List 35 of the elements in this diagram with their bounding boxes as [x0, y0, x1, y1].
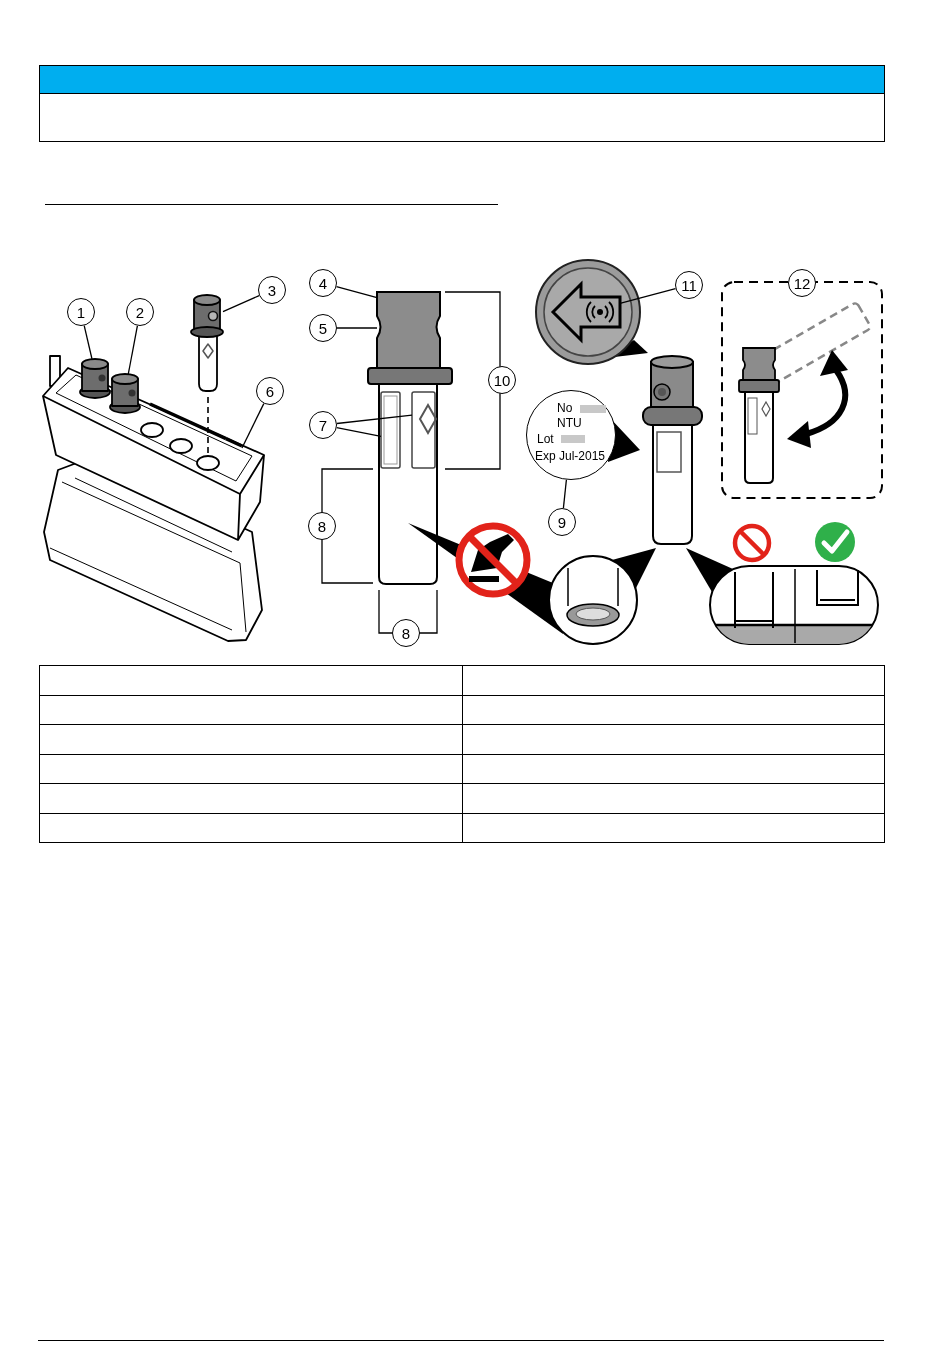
label-text: NTU — [557, 417, 582, 429]
arrow-symbol-icon — [550, 280, 622, 344]
callout-number: 11 — [675, 271, 703, 299]
callout-number: 9 — [548, 508, 576, 536]
callout-number: 7 — [309, 411, 337, 439]
callout-number: 2 — [126, 298, 154, 326]
callout-number: 5 — [309, 314, 337, 342]
callout-number: 6 — [256, 377, 284, 405]
leader-line — [336, 327, 378, 329]
callout-number: 1 — [67, 298, 95, 326]
callout-number: 8 — [308, 512, 336, 540]
leader-line — [127, 325, 139, 375]
callout-number: 3 — [258, 276, 286, 304]
leader-line — [336, 427, 382, 437]
callout-number: 4 — [309, 269, 337, 297]
callout-number: 10 — [488, 366, 516, 394]
leader-line — [241, 402, 265, 449]
label-text: Exp Jul-2015 — [535, 450, 606, 462]
leader-line — [562, 479, 568, 509]
callout-number: 12 — [788, 269, 816, 297]
cell-cap — [376, 291, 441, 369]
callout-number: 8 — [392, 619, 420, 647]
leader-line — [335, 285, 378, 299]
sample-cell-drawing — [109, 373, 141, 414]
slot — [225, 437, 243, 448]
label-window — [411, 391, 436, 469]
label-window — [380, 391, 401, 469]
label-text: Lot — [537, 433, 554, 445]
leader-line — [619, 287, 677, 304]
label-text: No — [557, 402, 573, 414]
sample-cell-drawing — [190, 294, 224, 392]
sample-cell-drawing — [79, 358, 111, 399]
leader-line — [83, 324, 93, 360]
leader-line — [222, 294, 260, 313]
leader-line — [336, 414, 413, 425]
